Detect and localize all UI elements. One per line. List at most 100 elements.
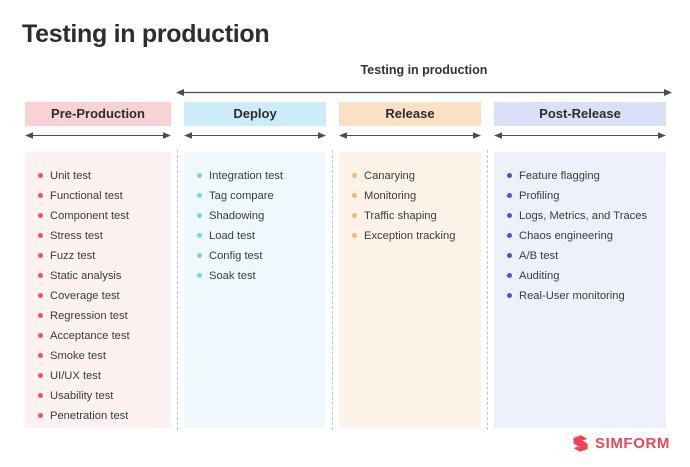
column-header-deploy[interactable]: Deploy [184, 102, 326, 126]
list-item: Feature flagging [494, 166, 666, 186]
list-item-label: Smoke test [50, 350, 106, 362]
bullet-icon [38, 293, 43, 298]
list-item: A/B test [494, 246, 666, 266]
column-panel-deploy: Integration test Tag compare Shadowing L… [184, 152, 326, 428]
list-item-label: Monitoring [364, 190, 417, 202]
bullet-icon [38, 313, 43, 318]
bullet-icon [38, 373, 43, 378]
list-item: Coverage test [25, 286, 171, 306]
column-panel-pre-production: Unit test Functional test Component test… [25, 152, 171, 428]
column-span-arrow-deploy-icon [184, 127, 326, 139]
column-deploy: Deploy Integration test Tag compare Shad… [184, 0, 326, 467]
column-header-pre-production[interactable]: Pre-Production [25, 102, 171, 126]
list-item-label: Chaos engineering [519, 230, 613, 242]
list-item: Config test [184, 246, 326, 266]
bullet-icon [352, 233, 357, 238]
bullet-icon [507, 173, 512, 178]
list-item-label: Integration test [209, 170, 284, 182]
bullet-icon [197, 273, 202, 278]
bullet-icon [197, 173, 202, 178]
list-item: UI/UX test [25, 366, 171, 386]
list-item: Monitoring [339, 186, 481, 206]
list-item-label: Penetration test [50, 410, 129, 422]
bullet-icon [38, 353, 43, 358]
list-item: Profiling [494, 186, 666, 206]
list-item: Fuzz test [25, 246, 171, 266]
column-header-release[interactable]: Release [339, 102, 481, 126]
bullet-icon [38, 393, 43, 398]
list-item: Unit test [25, 166, 171, 186]
bullet-icon [197, 233, 202, 238]
column-panel-release: Canarying Monitoring Traffic shaping Exc… [339, 152, 481, 428]
list-item: Logs, Metrics, and Traces [494, 206, 666, 226]
list-item: Functional test [25, 186, 171, 206]
bullet-icon [352, 193, 357, 198]
column-panel-post-release: Feature flagging Profiling Logs, Metrics… [494, 152, 666, 428]
list-item: Traffic shaping [339, 206, 481, 226]
list-item: Smoke test [25, 346, 171, 366]
list-item-label: Coverage test [50, 290, 120, 302]
list-item-label: Acceptance test [50, 330, 130, 342]
bullet-icon [38, 273, 43, 278]
list-item-label: Exception tracking [364, 230, 456, 242]
column-header-post-release[interactable]: Post-Release [494, 102, 666, 126]
bullet-icon [507, 273, 512, 278]
simform-logo-text: SIMFORM [594, 435, 670, 452]
overview-double-headed-arrow-icon [176, 84, 672, 96]
list-item-label: Profiling [519, 190, 560, 202]
list-item: Canarying [339, 166, 481, 186]
list-item: Auditing [494, 266, 666, 286]
list-item: Tag compare [184, 186, 326, 206]
bullet-icon [38, 193, 43, 198]
column-pre-production: Pre-Production Unit test Functional test… [25, 0, 171, 467]
bullet-icon [38, 413, 43, 418]
list-item: Chaos engineering [494, 226, 666, 246]
list-item: Shadowing [184, 206, 326, 226]
bullet-icon [38, 253, 43, 258]
list-item-label: Real-User monitoring [519, 290, 625, 302]
list-item-label: Shadowing [209, 210, 265, 222]
list-item: Integration test [184, 166, 326, 186]
list-item: Component test [25, 206, 171, 226]
list-item-label: Component test [50, 210, 129, 222]
list-item: Load test [184, 226, 326, 246]
list-item: Usability test [25, 386, 171, 406]
column-span-arrow-pre-production-icon [25, 127, 171, 139]
list-item-label: Static analysis [50, 270, 122, 282]
column-span-arrow-post-release-icon [494, 127, 666, 139]
list-item: Real-User monitoring [494, 286, 666, 306]
bullet-icon [352, 173, 357, 178]
list-item-label: Stress test [50, 230, 103, 242]
list-item-label: Regression test [50, 310, 128, 322]
column-post-release: Post-Release Feature flagging Profiling … [494, 0, 666, 467]
list-item-label: Config test [209, 250, 263, 262]
list-item-label: Fuzz test [50, 250, 96, 262]
bullet-icon [197, 253, 202, 258]
bullet-icon [507, 193, 512, 198]
list-item-label: UI/UX test [50, 370, 101, 382]
bullet-icon [38, 233, 43, 238]
column-divider-2 [332, 150, 333, 430]
bullet-icon [38, 333, 43, 338]
list-item-label: A/B test [519, 250, 559, 262]
column-release: Release Canarying Monitoring Traffic sha… [339, 0, 481, 467]
bullet-icon [38, 173, 43, 178]
bullet-icon [507, 213, 512, 218]
list-item: Soak test [184, 266, 326, 286]
list-item-label: Load test [209, 230, 256, 242]
list-item-label: Auditing [519, 270, 560, 282]
bullet-icon [507, 293, 512, 298]
bullet-icon [197, 193, 202, 198]
bullet-icon [38, 213, 43, 218]
list-item-label: Feature flagging [519, 170, 600, 182]
simform-logo: SIMFORM [571, 434, 670, 453]
page-title: Testing in production [22, 20, 270, 48]
column-divider-1 [177, 150, 178, 430]
list-item: Exception tracking [339, 226, 481, 246]
list-item-label: Traffic shaping [364, 210, 437, 222]
list-item-label: Canarying [364, 170, 415, 182]
column-span-arrow-release-icon [339, 127, 481, 139]
list-item-label: Unit test [50, 170, 92, 182]
list-item-label: Tag compare [209, 190, 274, 202]
